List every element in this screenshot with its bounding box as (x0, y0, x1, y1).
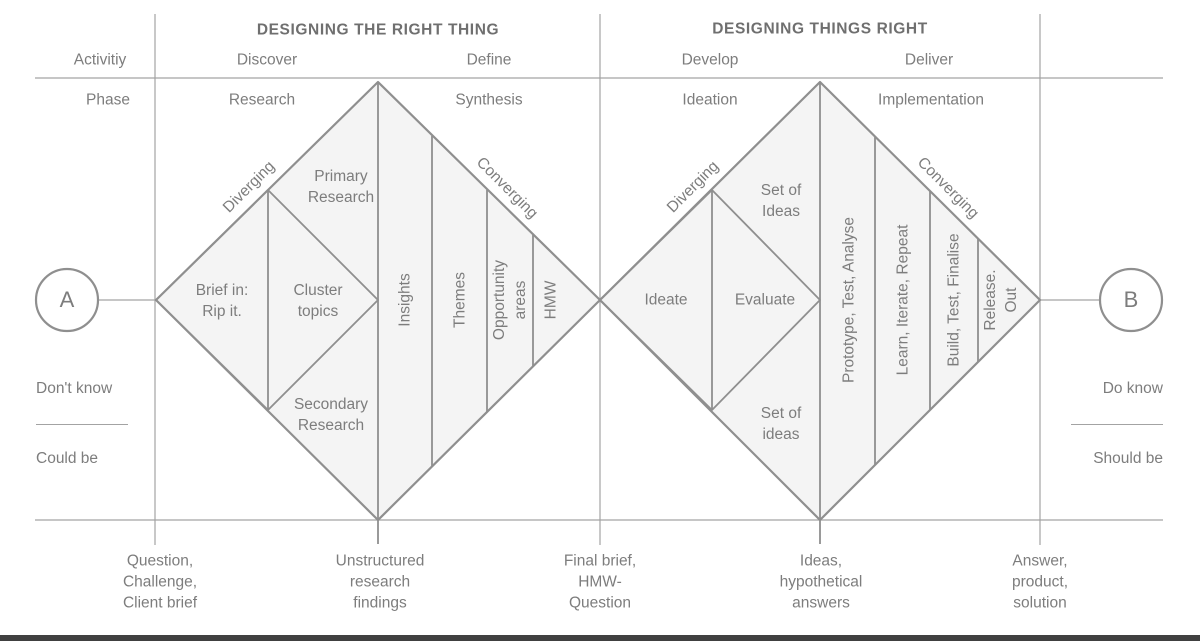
section-title-left: DESIGNING THE RIGHT THING (256, 21, 500, 39)
d2-build-label: Build, Test, Finalise (945, 233, 963, 367)
state-should-be: Should be (1093, 450, 1163, 467)
state-divider-right (1071, 424, 1163, 425)
d1-insights-label: Insights (396, 273, 414, 327)
d1-inner-diamond (155, 189, 379, 411)
milestone-question: Question, Challenge, Client brief (122, 552, 198, 612)
milestone-answer: Answer, product, solution (1011, 552, 1069, 612)
d2-prototype-label: Prototype, Test, Analyse (840, 216, 858, 384)
d1-hmw-label: HMW (542, 280, 560, 320)
phase-implementation: Implementation (878, 91, 984, 109)
phase-ideation: Ideation (682, 91, 738, 109)
d1-secondary-research-label: Secondary Research (293, 396, 369, 434)
phase-research: Research (228, 91, 296, 109)
milestone-ideas: Ideas, hypothetical answers (779, 552, 863, 612)
activity-develop: Develop (681, 51, 739, 69)
phase-row-label: Phase (86, 91, 130, 109)
d2-inner-diamond (599, 189, 821, 411)
phase-synthesis: Synthesis (455, 91, 523, 109)
state-could-be: Could be (36, 450, 99, 467)
d2-evaluate-label: Evaluate (734, 291, 796, 309)
d2-ideas-bottom-label: Set of ideas (760, 405, 802, 443)
d2-ideate-label: Ideate (644, 291, 688, 309)
state-do-know: Do know (1102, 380, 1163, 397)
endpoint-a-circle (34, 267, 100, 333)
d1-themes-label: Themes (451, 272, 469, 328)
activity-define: Define (466, 51, 512, 69)
endpoint-a-label: A (59, 287, 75, 312)
d2-release-label: Release. Out (982, 269, 1020, 331)
milestone-final-brief: Final brief, HMW- Question (563, 552, 637, 612)
d1-brief-in-label: Brief in: Rip it. (195, 282, 249, 320)
section-title-right: DESIGNING THINGS RIGHT (712, 20, 928, 38)
activity-discover: Discover (236, 51, 298, 69)
milestone-unstructured: Unstructured research findings (335, 552, 425, 612)
activity-deliver: Deliver (904, 51, 954, 69)
endpoint-b-circle (1098, 267, 1164, 333)
d1-cluster-topics-label: Cluster topics (293, 282, 343, 320)
state-dont-know: Don't know (36, 380, 113, 397)
footer-bar (0, 635, 1200, 641)
activity-row-label: Activitiy (73, 51, 127, 69)
d2-learn-label: Learn, Iterate, Repeat (894, 224, 912, 376)
state-divider-left (36, 424, 128, 425)
d1-opportunity-areas-label: Opportunity areas (491, 259, 529, 341)
endpoint-b-label: B (1123, 287, 1139, 312)
d1-primary-research-label: Primary Research (307, 168, 375, 206)
d2-ideas-top-label: Set of Ideas (760, 182, 802, 220)
